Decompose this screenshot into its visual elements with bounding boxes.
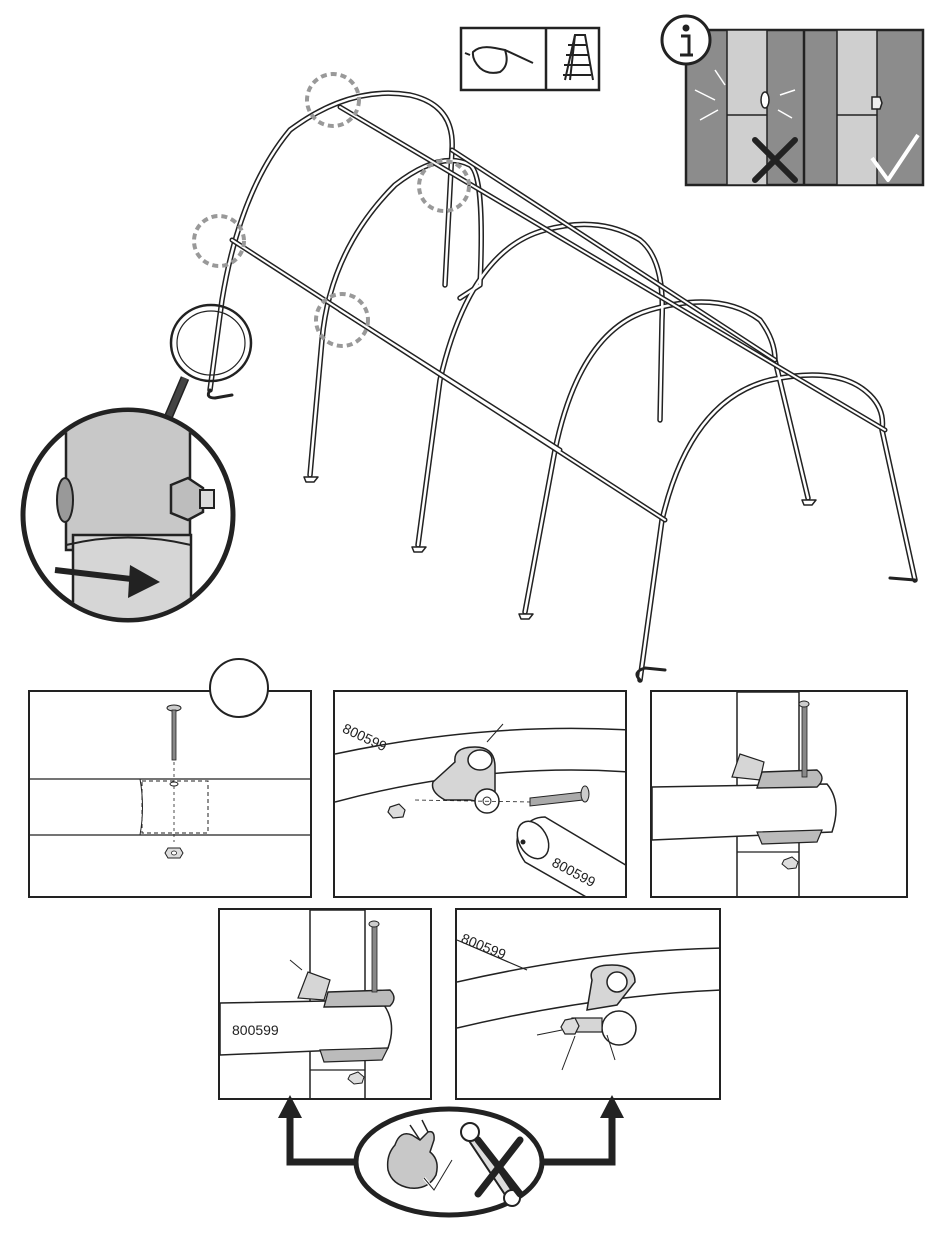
tighten-instruction — [0, 1090, 950, 1248]
info-icon — [662, 16, 710, 64]
safety-icons-box — [461, 28, 599, 90]
step-panel-3 — [650, 690, 908, 898]
step-panel-5: 800599 — [455, 908, 721, 1100]
step-panel-2: 800599 800599 — [333, 690, 627, 898]
info-box — [662, 16, 923, 185]
step-number-badge — [209, 658, 269, 718]
step-panel-1 — [28, 690, 312, 898]
main-illustration — [0, 0, 950, 690]
step-panel-4: 800599 — [218, 908, 432, 1100]
part-number-label: 800599 — [232, 1022, 279, 1038]
magnifier-detail — [23, 400, 233, 645]
